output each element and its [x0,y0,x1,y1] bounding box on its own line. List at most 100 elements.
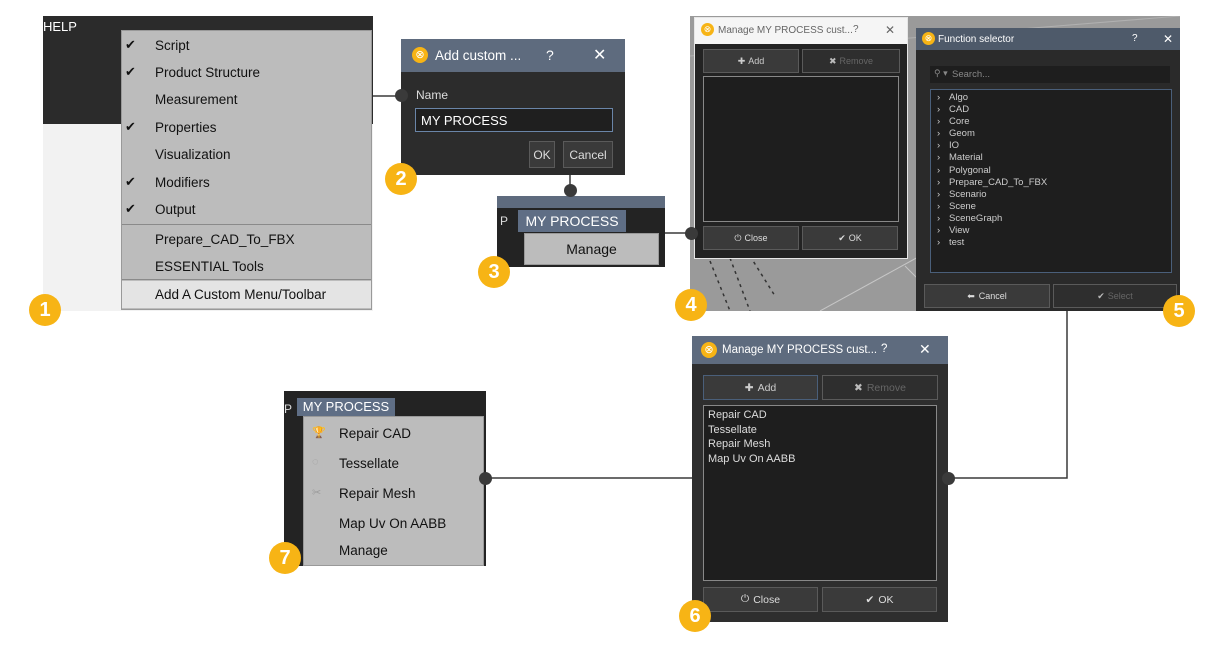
menu-item-measurement[interactable]: Measurement [155,92,238,107]
remove-button[interactable]: ✖Remove [822,375,938,400]
arrow-left-icon: ⬅ [967,290,975,301]
connector-dot [479,472,492,485]
help-button[interactable]: ? [881,343,888,355]
ok-button[interactable]: ✔OK [802,226,898,250]
remove-button[interactable]: ✖Remove [802,49,900,73]
menu-item-script[interactable]: ✔Script [125,37,190,53]
menu-item-essential-tools[interactable]: ESSENTIAL Tools [155,259,264,274]
list-item[interactable]: Tessellate [708,423,757,436]
search-input[interactable]: ⚲ ▾ Search... [930,66,1170,83]
dialog-title-bar: ⊗ Add custom ... ? ✕ [401,39,625,72]
dialog-title-bar: ⊗ Manage MY PROCESS cust... ? ✕ [695,18,907,44]
check-icon: ✔ [865,593,875,606]
dialog-title: Manage MY PROCESS cust... [718,25,853,36]
tree-items: Algo CAD Core Geom IO Material Polygonal… [949,92,1047,249]
menu-item-modifiers[interactable]: ✔Modifiers [125,174,210,190]
connector-5-6 [948,311,1068,479]
pixyz-logo-icon: ⊗ [412,47,428,63]
tree-item[interactable]: CAD [949,104,970,116]
check-icon: ✔ [1097,290,1105,301]
power-icon: ⏻ [734,232,742,243]
add-button[interactable]: ✚Add [703,49,799,73]
help-button[interactable]: ? [546,47,554,63]
function-list[interactable] [703,76,899,222]
plus-icon: ✚ [737,55,746,66]
name-field[interactable]: MY PROCESS [415,108,613,132]
cancel-button[interactable]: ⬅Cancel [924,284,1050,308]
search-icon: ⚲ ▾ [934,68,948,78]
menu-item-prepare-cad-to-fbx[interactable]: Prepare_CAD_To_FBX [155,232,295,247]
check-icon: ✔ [838,232,846,243]
close-icon[interactable]: ✕ [1163,32,1174,46]
tree-item[interactable]: View [949,225,970,237]
tree-item[interactable]: Polygonal [949,164,991,176]
connector-dot [395,89,408,102]
cancel-button[interactable]: Cancel [563,141,613,168]
function-selector-dialog: ⊗ Function selector ? ✕ ⚲ ▾ Search... ››… [916,28,1180,311]
connector-dot [564,184,577,197]
menu-item-manage[interactable]: Manage [524,233,659,265]
menu-separator [122,279,371,280]
dialog-title: Function selector [938,34,1015,45]
tessellate-icon: ◌ [312,456,319,468]
menu-my-process[interactable]: MY PROCESS [518,210,626,232]
add-custom-dialog: ⊗ Add custom ... ? ✕ Name MY PROCESS OK … [401,39,625,175]
menu-item-map-uv[interactable]: Map Uv On AABB [339,516,447,531]
tree-item[interactable]: Algo [949,92,969,103]
select-button[interactable]: ✔Select [1053,284,1177,308]
check-icon: ✔ [125,174,136,189]
function-tree[interactable]: ››››››››››››› Algo CAD Core Geom IO Mate… [930,89,1172,273]
tree-item[interactable]: Material [949,152,983,164]
tree-item[interactable]: SceneGraph [949,212,1003,224]
step-badge-3: 3 [478,256,510,288]
step-badge-5: 5 [1163,295,1195,327]
dialog-title-bar: ⊗ Manage MY PROCESS cust... ? ✕ [692,336,948,364]
repair-mesh-icon: ✂ [312,487,322,499]
cross-icon: ✖ [828,55,837,66]
tree-item[interactable]: Prepare_CAD_To_FBX [949,176,1048,188]
tree-item[interactable]: Scenario [949,188,987,200]
menu-item-properties[interactable]: ✔Properties [125,119,217,135]
menu-item-tessellate[interactable]: ◌Tessellate [312,456,400,471]
tree-item[interactable]: Core [949,116,970,128]
step-badge-1: 1 [29,294,61,326]
close-button[interactable]: ⏻Close [703,587,818,612]
tree-item[interactable]: IO [949,140,960,152]
repair-cad-icon: 🏆 [312,427,326,439]
help-button[interactable]: ? [853,24,859,35]
pixyz-logo-icon: ⊗ [701,342,717,358]
dialog-title-bar: ⊗ Function selector ? ✕ [916,28,1180,50]
ok-button[interactable]: OK [529,141,555,168]
step-badge-2: 2 [385,163,417,195]
menu-my-process[interactable]: MY PROCESS [297,398,395,416]
close-icon[interactable]: ✕ [885,23,896,37]
function-list[interactable]: Repair CAD Tessellate Repair Mesh Map Uv… [703,405,937,581]
list-item[interactable]: Map Uv On AABB [708,452,796,465]
tree-item[interactable]: test [949,237,965,249]
ok-button[interactable]: ✔OK [822,587,937,612]
step-badge-4: 4 [675,289,707,321]
menu-help[interactable]: HELP [43,19,77,34]
menu-item-visualization[interactable]: Visualization [155,147,231,162]
pixyz-logo-icon: ⊗ [922,32,935,45]
menu-item-add-custom[interactable]: Add A Custom Menu/Toolbar [122,281,371,308]
list-item[interactable]: Repair Mesh [708,438,771,450]
close-icon[interactable]: ✕ [593,47,607,64]
check-icon: ✔ [125,64,136,79]
add-button[interactable]: ✚Add [703,375,818,400]
close-icon[interactable]: ✕ [919,341,931,357]
menu-item-repair-cad[interactable]: 🏆Repair CAD [312,426,412,441]
name-label: Name [416,88,449,102]
menu-item-repair-mesh[interactable]: ✂Repair Mesh [312,486,416,501]
close-button[interactable]: ⏻Close [703,226,799,250]
check-icon: ✔ [125,201,136,216]
menu-item-product-structure[interactable]: ✔Product Structure [125,64,261,80]
list-item[interactable]: Repair CAD [708,409,767,421]
menu-item-output[interactable]: ✔Output [125,201,196,217]
menu-item-manage[interactable]: Manage [339,543,388,558]
help-button[interactable]: ? [1132,33,1138,44]
tree-item[interactable]: Geom [949,128,975,140]
manage-dialog-empty: ⊗ Manage MY PROCESS cust... ? ✕ ✚Add ✖Re… [694,17,908,259]
tree-item[interactable]: Scene [949,200,976,212]
